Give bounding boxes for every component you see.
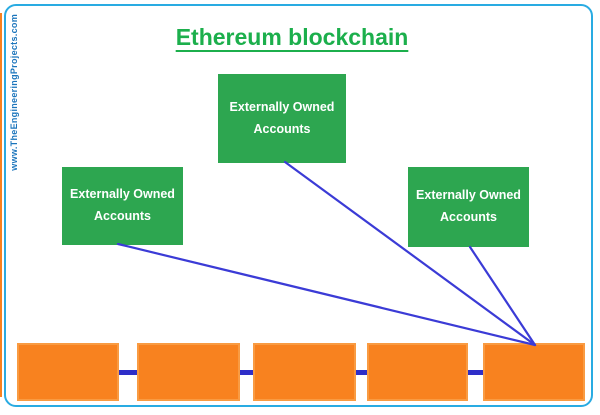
block-connector bbox=[351, 370, 371, 375]
line-eoa-right-to-block bbox=[468, 245, 537, 347]
left-edge-accent-line bbox=[0, 13, 2, 397]
eoa-box-left: Externally Owned Accounts bbox=[62, 167, 183, 245]
blockchain-block-3 bbox=[253, 343, 356, 401]
block-connector bbox=[236, 370, 257, 375]
eoa-box-top: Externally Owned Accounts bbox=[218, 74, 346, 163]
eoa-box-right: Externally Owned Accounts bbox=[408, 167, 529, 247]
blockchain-block-4 bbox=[367, 343, 468, 401]
blockchain-block-1 bbox=[17, 343, 119, 401]
blockchain-block-5 bbox=[483, 343, 585, 401]
blockchain-block-2 bbox=[137, 343, 240, 401]
block-connector bbox=[115, 370, 141, 375]
line-eoa-left-to-block bbox=[116, 242, 537, 347]
diagram-title: Ethereum blockchain bbox=[175, 24, 409, 50]
block-connector bbox=[463, 370, 487, 375]
